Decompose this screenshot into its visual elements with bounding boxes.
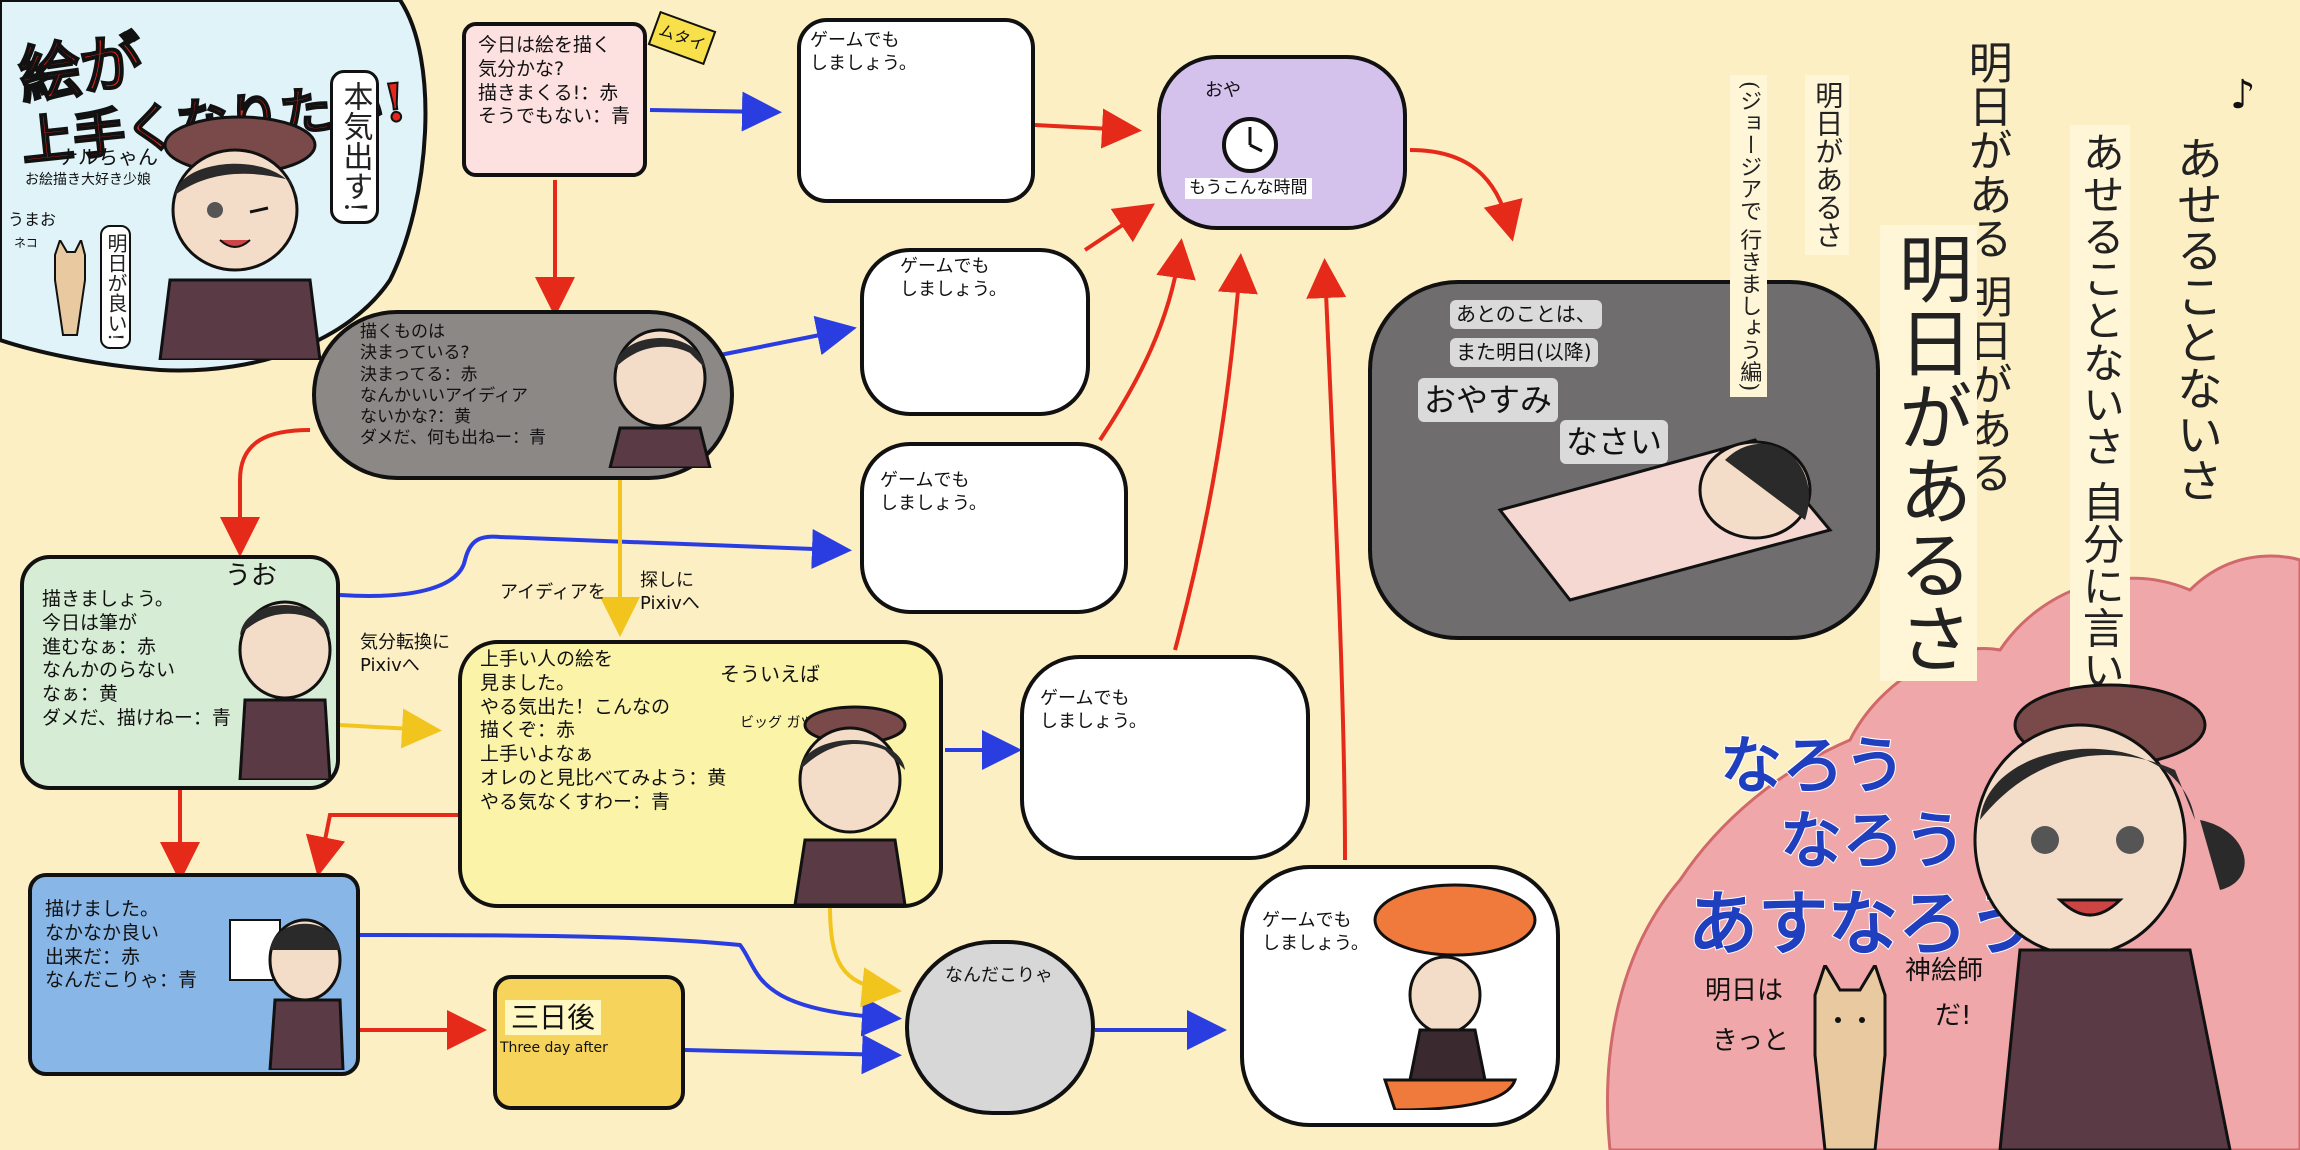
game5-text: ゲームでも しましょう。 — [1262, 910, 1369, 954]
decide-character — [608, 328, 712, 468]
sleep-line1: あとのことは、 — [1450, 300, 1602, 329]
arrow-game5-red — [1306, 258, 1347, 861]
title-cat-line: 明日が良い! — [100, 225, 131, 350]
sleep-line2: また明日(以降) — [1450, 338, 1598, 367]
title-name: ナルちゃん — [58, 145, 158, 169]
poem-note-icon: ♪ — [2230, 72, 2256, 118]
title-desc: お絵描き大好き少娘 — [25, 172, 151, 188]
arrow-draw-yellow — [339, 708, 442, 749]
title-subtitle: 本気出す! — [330, 70, 379, 225]
clock-bottom: もうこんな時間 — [1185, 178, 1312, 200]
label-search: 探しに Pixivへ — [640, 570, 700, 614]
game5-mushroom — [1373, 883, 1537, 1110]
arrow-clock-red — [1409, 148, 1523, 242]
pixiv-character — [793, 705, 907, 905]
label-refresh: 気分転換に Pixivへ — [360, 632, 450, 676]
ending-bottom3: 神絵師 — [1905, 956, 1984, 986]
start-box — [462, 22, 647, 177]
ending-cat — [1813, 965, 1887, 1150]
ending-title1: なろう — [1719, 728, 1907, 803]
start-text: 今日は絵を描く 気分かな? 描きまくる!：赤 そうでもない：青 — [478, 34, 631, 128]
ending-character — [1973, 683, 2245, 1150]
sleep-line4: なさい — [1560, 420, 1669, 464]
clock-top: おや — [1205, 80, 1241, 101]
ending-title2: なろう — [1779, 803, 1967, 878]
decide-text: 描くものは 決まっている? 決まってる：赤 なんかいいアイディア ないかな?：黄… — [360, 322, 546, 449]
whatis-box — [905, 940, 1095, 1115]
poem-col2: (ジョージアで 行きましょう編) — [1730, 75, 1768, 398]
threedays-sub: Three day after — [500, 1040, 608, 1056]
game2-box — [860, 248, 1090, 416]
clock-box — [1157, 55, 1407, 230]
arrow-game3-red — [1098, 238, 1196, 442]
title-cat-name: うまお — [8, 210, 57, 229]
clock-icon — [1222, 117, 1278, 173]
ending-bottom2: きっと — [1712, 1026, 1789, 1056]
arrow-pixiv-red — [305, 813, 460, 877]
poem-col6: あせることないさ 自分に言いきかす — [2070, 125, 2131, 823]
arrow-pixiv-yellow — [828, 904, 902, 1008]
game2-text: ゲームでも しましょう。 — [900, 256, 1007, 300]
done-character — [229, 918, 345, 1070]
game3-box — [860, 442, 1128, 614]
ending-title3: あすなろう — [1687, 881, 2039, 966]
arrow-game2-red — [1083, 203, 1155, 252]
sleep-line3: おやすみ — [1418, 378, 1559, 422]
game1-text: ゲームでも しましょう。 — [810, 30, 917, 74]
draw-character — [238, 600, 332, 780]
pixiv-aside: そういえば — [720, 662, 820, 686]
title-character — [158, 115, 322, 360]
threedays-title: 三日後 — [505, 1000, 602, 1035]
draw-text: 描きましょう。 今日は筆が 進むなぁ：赤 なんかのらない なぁ：黄 ダメだ、描け… — [42, 588, 231, 729]
arrow-start-blue — [649, 91, 782, 132]
arrow-draw-blue — [339, 529, 852, 598]
arrow-threedays-blue — [684, 1034, 902, 1075]
ending-bottom4: だ! — [1935, 1001, 1972, 1031]
arrow-decide-red — [220, 428, 311, 557]
title-cat-sub: ネコ — [14, 236, 38, 250]
game1-box — [797, 18, 1035, 203]
title-cat — [54, 240, 86, 336]
poem-col4: 明日があるさ — [1880, 225, 1978, 681]
done-text: 描けました。 なかなか良い 出来だ：赤 なんだこりゃ：青 — [45, 898, 198, 992]
poem-col5: あせることないさ — [2169, 135, 2224, 503]
arrow-done-blue — [359, 933, 902, 1037]
label-idea: アイディアを — [500, 582, 606, 603]
arrow-game1-red — [1034, 108, 1142, 149]
arrow-decide-blue — [719, 315, 857, 357]
game3-text: ゲームでも しましょう。 — [880, 470, 987, 514]
threedays-box — [493, 975, 685, 1110]
game4-box — [1020, 655, 1310, 860]
sleep-bed — [1497, 438, 1833, 602]
arrow-game4-red — [1173, 253, 1258, 651]
whatis-text: なんだこりゃ — [945, 965, 1053, 986]
ending-bottom1: 明日は — [1705, 976, 1784, 1006]
pixiv-text: 上手い人の絵を 見ました。 やる気出た！こんなの 描くぞ：赤 上手いよなぁ オレ… — [480, 648, 727, 813]
game4-text: ゲームでも しましょう。 — [1040, 688, 1147, 732]
poem-col1: 明日があるさ — [1805, 75, 1850, 255]
draw-sfx: うお — [225, 561, 278, 591]
